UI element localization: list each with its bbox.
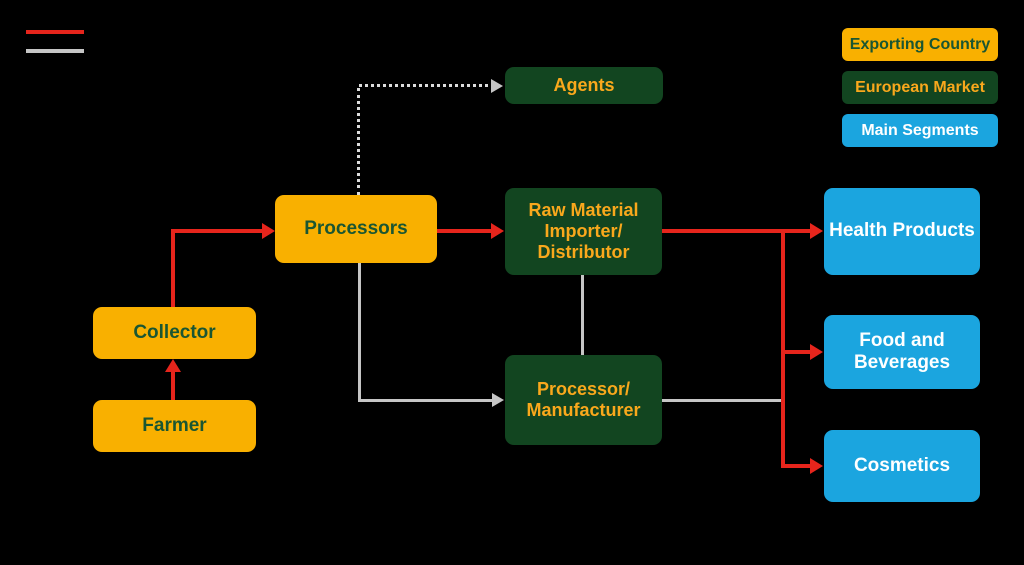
gray-line-processors-down	[358, 263, 361, 401]
arrowhead-into-collector	[165, 359, 181, 372]
red-line-branch-vertical	[781, 229, 785, 468]
red-line-processors-to-raw-material	[437, 229, 491, 233]
node-food-and-beverages: Food and Beverages	[824, 315, 980, 389]
red-line-branch-to-cosmetics	[785, 464, 810, 468]
primary-flow-line-swatch	[26, 30, 84, 34]
red-line-collector-right	[171, 229, 263, 233]
node-health-products: Health Products	[824, 188, 980, 275]
arrowhead-into-cosmetics	[810, 458, 823, 474]
arrowhead-into-agents	[491, 79, 503, 93]
dotted-line-to-agents	[359, 84, 488, 87]
node-raw-material-importer-distributor: Raw Material Importer/ Distributor	[505, 188, 662, 275]
node-collector: Collector	[93, 307, 256, 359]
legend-item-main-segments: Main Segments	[842, 114, 998, 147]
node-farmer: Farmer	[93, 400, 256, 452]
node-processor-manufacturer: Processor/ Manufacturer	[505, 355, 662, 445]
gray-line-to-processor-manufacturer	[358, 399, 492, 402]
red-line-collector-up	[171, 229, 175, 307]
arrowhead-into-health-products	[810, 223, 823, 239]
gray-line-raw-material-down	[581, 275, 584, 355]
arrowhead-into-processor-manufacturer	[492, 393, 504, 407]
secondary-flow-line-swatch	[26, 49, 84, 53]
arrowhead-into-raw-material	[491, 223, 504, 239]
red-line-raw-material-to-health	[662, 229, 810, 233]
arrowhead-into-food-and-beverages	[810, 344, 823, 360]
red-line-branch-to-food	[785, 350, 810, 354]
gray-line-processor-manufacturer-right	[662, 399, 781, 402]
dotted-line-processors-up	[357, 88, 360, 195]
legend-item-exporting-country: Exporting Country	[842, 28, 998, 61]
node-cosmetics: Cosmetics	[824, 430, 980, 502]
legend-item-european-market: European Market	[842, 71, 998, 104]
node-processors: Processors	[275, 195, 437, 263]
node-agents: Agents	[505, 67, 663, 104]
red-line-farmer-to-collector	[171, 372, 175, 400]
arrowhead-into-processors	[262, 223, 275, 239]
